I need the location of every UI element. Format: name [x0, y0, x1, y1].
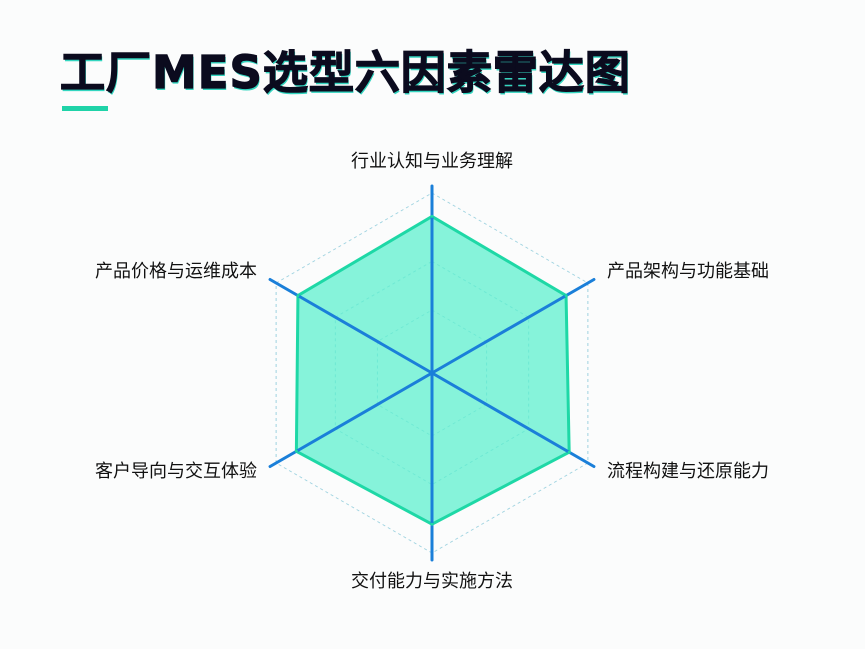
axis-line-3 [430, 371, 596, 468]
title-underline [62, 106, 108, 111]
axis-label-1: 行业认知与业务理解 [351, 151, 513, 172]
data-point-4 [430, 522, 434, 526]
axis-label-5: 客户导向与交互体验 [95, 461, 257, 482]
axis-label-3: 流程构建与还原能力 [607, 461, 769, 482]
chart-title: 工厂MES选型六因素雷达图 [59, 45, 631, 99]
data-point-6 [296, 294, 300, 298]
data-point-3 [567, 450, 571, 454]
axis-label-4: 交付能力与实施方法 [351, 571, 513, 592]
axis-label-6: 产品价格与运维成本 [95, 261, 257, 282]
data-point-1 [430, 214, 434, 218]
data-point-5 [294, 449, 298, 453]
axis-label-2: 产品架构与功能基础 [607, 261, 769, 282]
data-point-2 [564, 294, 568, 298]
